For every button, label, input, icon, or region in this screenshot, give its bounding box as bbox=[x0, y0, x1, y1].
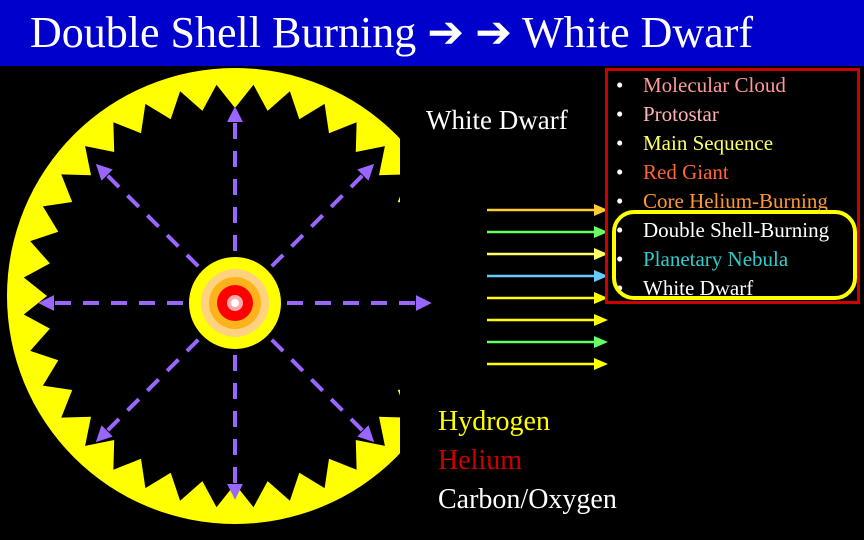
slide-title: Double Shell Burning ➔ ➔ White Dwarf bbox=[30, 8, 754, 57]
composition-legend: Hydrogen Helium Carbon/Oxygen bbox=[438, 402, 617, 519]
stage-label: Molecular Cloud bbox=[643, 73, 786, 97]
stage-label: Core Helium-Burning bbox=[643, 189, 828, 213]
stage-planetary-nebula: •Planetary Nebula bbox=[616, 247, 789, 271]
stage-label: Red Giant bbox=[643, 160, 729, 184]
stage-label: Main Sequence bbox=[643, 131, 774, 155]
outflow-arrow-icon bbox=[270, 338, 375, 443]
radiation-arrowhead-icon bbox=[594, 270, 608, 282]
legend-carbon-oxygen: Carbon/Oxygen bbox=[438, 484, 617, 515]
legend-hydrogen: Hydrogen bbox=[438, 406, 550, 437]
radiation-arrowhead-icon bbox=[594, 314, 608, 326]
stage-molecular-cloud: •Molecular Cloud bbox=[616, 73, 786, 97]
radiation-arrowhead-icon bbox=[594, 248, 608, 260]
white-dwarf-label: White Dwarf bbox=[426, 105, 568, 135]
legend-helium: Helium bbox=[438, 445, 522, 476]
radiation-arrowhead-icon bbox=[594, 336, 608, 348]
outflow-arrows bbox=[38, 106, 432, 500]
core-icon bbox=[189, 257, 281, 349]
outflow-arrow-icon bbox=[95, 163, 200, 268]
stage-core-helium-burning: •Core Helium-Burning bbox=[616, 189, 828, 213]
stage-main-sequence: •Main Sequence bbox=[616, 131, 774, 155]
stage-label: Planetary Nebula bbox=[643, 247, 789, 271]
radiation-arrowhead-icon bbox=[594, 204, 608, 216]
stage-protostar: •Protostar bbox=[616, 102, 719, 126]
stage-red-giant: •Red Giant bbox=[616, 160, 729, 184]
stage-label: Protostar bbox=[643, 102, 719, 126]
radiation-arrowhead-icon bbox=[594, 292, 608, 304]
current-stage-highlight bbox=[612, 210, 857, 300]
title-bar: Double Shell Burning ➔ ➔ White Dwarf bbox=[0, 0, 864, 66]
radiation-arrows bbox=[487, 204, 608, 370]
radiation-arrowhead-icon bbox=[594, 358, 608, 370]
stage-list: •Molecular Cloud •Protostar •Main Sequen… bbox=[605, 68, 860, 304]
radiation-arrowhead-icon bbox=[594, 226, 608, 238]
outflow-arrow-icon bbox=[95, 338, 200, 443]
outflow-arrow-icon bbox=[270, 163, 375, 268]
stage-label: Double Shell-Burning bbox=[643, 218, 830, 242]
